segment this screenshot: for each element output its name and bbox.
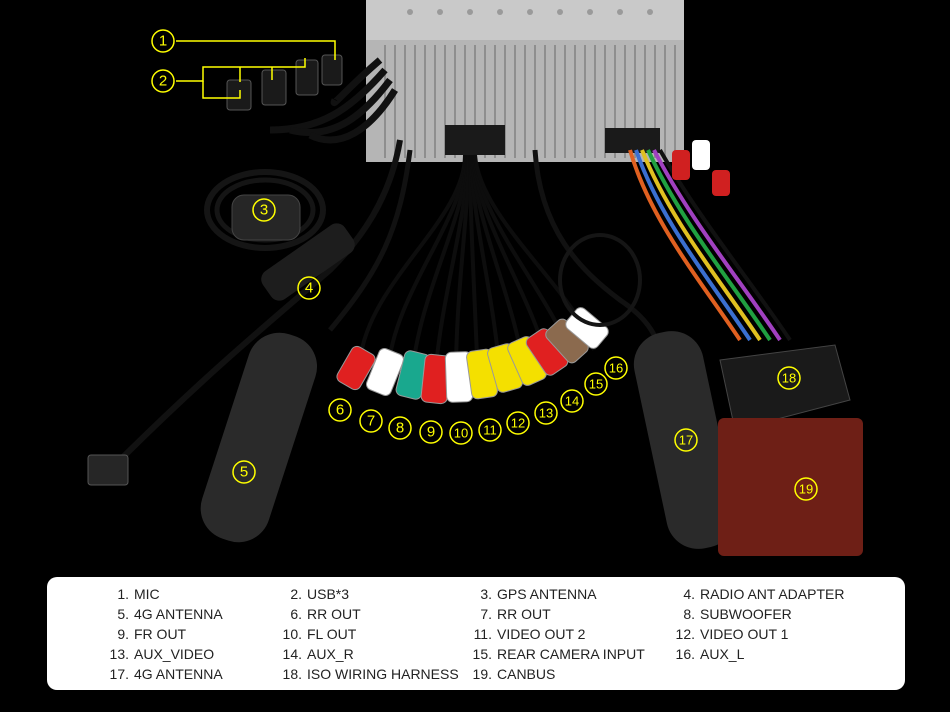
legend-label: SUBWOOFER: [700, 606, 792, 622]
legend-item-rr-out: 6. RR OUT: [267, 604, 467, 624]
legend-item-rear-camera-input: 15. REAR CAMERA INPUT: [467, 644, 675, 664]
legend-row: 5. 4G ANTENNA 6. RR OUT 7. RR OUT 8. SUBWOOF…: [47, 604, 905, 624]
legend-label: VIDEO OUT 1: [700, 626, 789, 642]
legend-label: AUX_L: [700, 646, 745, 662]
radio-adapter: [87, 139, 403, 486]
callout-11: 11: [483, 423, 497, 438]
callout-16: 16: [609, 361, 623, 376]
4g-antenna-left: [200, 149, 413, 543]
canbus-box: [718, 418, 863, 556]
legend-num: 7.: [480, 606, 492, 622]
legend-num: 12.: [675, 626, 695, 642]
legend-item-radio-ant-adapter: 4. RADIO ANT ADAPTER: [675, 584, 905, 604]
legend-num: 11.: [473, 626, 492, 642]
legend-item-gps-antenna: 3. GPS ANTENNA: [467, 584, 675, 604]
callout-3: 3: [260, 202, 268, 219]
4g-antenna-right: [532, 149, 737, 549]
rca-plugs: [336, 307, 609, 405]
legend-row: 17. 4G ANTENNA 18. ISO WIRING HARNESS 19. C…: [47, 664, 905, 684]
head-unit-chassis: [366, 0, 684, 162]
legend-num: 3.: [480, 586, 492, 602]
legend-num: 4.: [683, 586, 695, 602]
legend-num: 5.: [117, 606, 129, 622]
legend-item-subwoofer: 8. SUBWOOFER: [675, 604, 905, 624]
legend-label: RADIO ANT ADAPTER: [700, 586, 845, 602]
legend-label: FL OUT: [307, 626, 357, 642]
product-photo: 1 2 3 4 5 6 7 8 9 10 11 12 13 14 15 16 1…: [87, 0, 863, 556]
legend-item-iso-wiring-harness: 18. ISO WIRING HARNESS: [267, 664, 467, 684]
legend-item-video-out-2: 11. VIDEO OUT 2: [467, 624, 675, 644]
legend-label: RR OUT: [307, 606, 361, 622]
legend-label: GPS ANTENNA: [497, 586, 597, 602]
legend-item-fr-out: 9. FR OUT: [47, 624, 267, 644]
legend-item-rr-out-2: 7. RR OUT: [467, 604, 675, 624]
legend-label: REAR CAMERA INPUT: [497, 646, 645, 662]
legend-num: 19.: [472, 666, 492, 682]
callout-5: 5: [240, 464, 248, 481]
legend-row: 13. AUX_VIDEO 14. AUX_R 15. REAR CAMERA INP…: [47, 644, 905, 664]
callout-18: 18: [782, 371, 796, 386]
callout-4: 4: [305, 280, 313, 297]
callout-7: 7: [367, 413, 375, 430]
callout-8: 8: [396, 420, 404, 437]
legend-item-aux-video: 13. AUX_VIDEO: [47, 644, 267, 664]
callout-12: 12: [511, 416, 525, 431]
legend-label: VIDEO OUT 2: [497, 626, 586, 642]
legend-label: USB*3: [307, 586, 350, 602]
legend-num: 13.: [109, 646, 129, 662]
legend-item-canbus: 19. CANBUS: [467, 664, 675, 684]
legend-label: 4G ANTENNA: [134, 606, 223, 622]
legend-item-usb: 2. USB*3: [267, 584, 467, 604]
legend-num: 6.: [290, 606, 302, 622]
legend-item-4g-antenna: 5. 4G ANTENNA: [47, 604, 267, 624]
legend-num: 8.: [683, 606, 695, 622]
legend-row: 9. FR OUT 10. FL OUT 11. VIDEO OUT 2 12. VID…: [47, 624, 905, 644]
legend-label: CANBUS: [497, 666, 556, 682]
legend-item-4g-antenna-2: 17. 4G ANTENNA: [47, 664, 267, 684]
callout-9: 9: [427, 424, 435, 441]
legend-label: RR OUT: [497, 606, 551, 622]
callout-19: 19: [799, 482, 813, 497]
legend-label: AUX_VIDEO: [134, 646, 215, 662]
callouts: 1 2 3 4 5 6 7 8 9 10 11 12 13 14 15 16 1…: [151, 29, 818, 501]
callout-14: 14: [565, 394, 579, 409]
callout-2: 2: [159, 73, 167, 90]
legend-row: 1. MIC 2. USB*3 3. GPS ANTENNA 4. RADIO ANT …: [47, 584, 905, 604]
usb-connectors: [226, 54, 343, 111]
legend-item-mic: 1. MIC: [47, 584, 267, 604]
legend-item-video-out-1: 12. VIDEO OUT 1: [675, 624, 905, 644]
legend-num: 18.: [282, 666, 302, 682]
legend-item-aux-l: 16. AUX_L: [675, 644, 905, 664]
callout-1: 1: [159, 33, 167, 50]
legend-label: AUX_R: [307, 646, 354, 662]
legend-num: 2.: [290, 586, 302, 602]
legend-item-aux-r: 14. AUX_R: [267, 644, 467, 664]
legend-num: 1.: [117, 586, 129, 602]
callout-13: 13: [539, 406, 553, 421]
callout-17: 17: [679, 433, 693, 448]
legend-panel: 1. MIC 2. USB*3 3. GPS ANTENNA 4. RADIO ANT …: [47, 577, 905, 690]
legend-num: 9.: [117, 626, 129, 642]
legend-label: ISO WIRING HARNESS: [307, 666, 459, 682]
callout-6: 6: [336, 402, 344, 419]
legend-item-fl-out: 10. FL OUT: [267, 624, 467, 644]
callout-leaders: [176, 40, 336, 99]
legend-num: 17.: [109, 666, 129, 682]
legend-num: 14.: [282, 646, 302, 662]
callout-10: 10: [454, 426, 468, 441]
legend-num: 16.: [675, 646, 695, 662]
legend-label: MIC: [134, 586, 160, 602]
legend-label: 4G ANTENNA: [134, 666, 223, 682]
gps-antenna: [204, 169, 326, 251]
legend-label: FR OUT: [134, 626, 187, 642]
legend-num: 10.: [282, 626, 302, 642]
legend-num: 15.: [472, 646, 492, 662]
usb-cables: [269, 57, 398, 144]
iso-harness: [628, 140, 851, 431]
callout-15: 15: [589, 377, 603, 392]
